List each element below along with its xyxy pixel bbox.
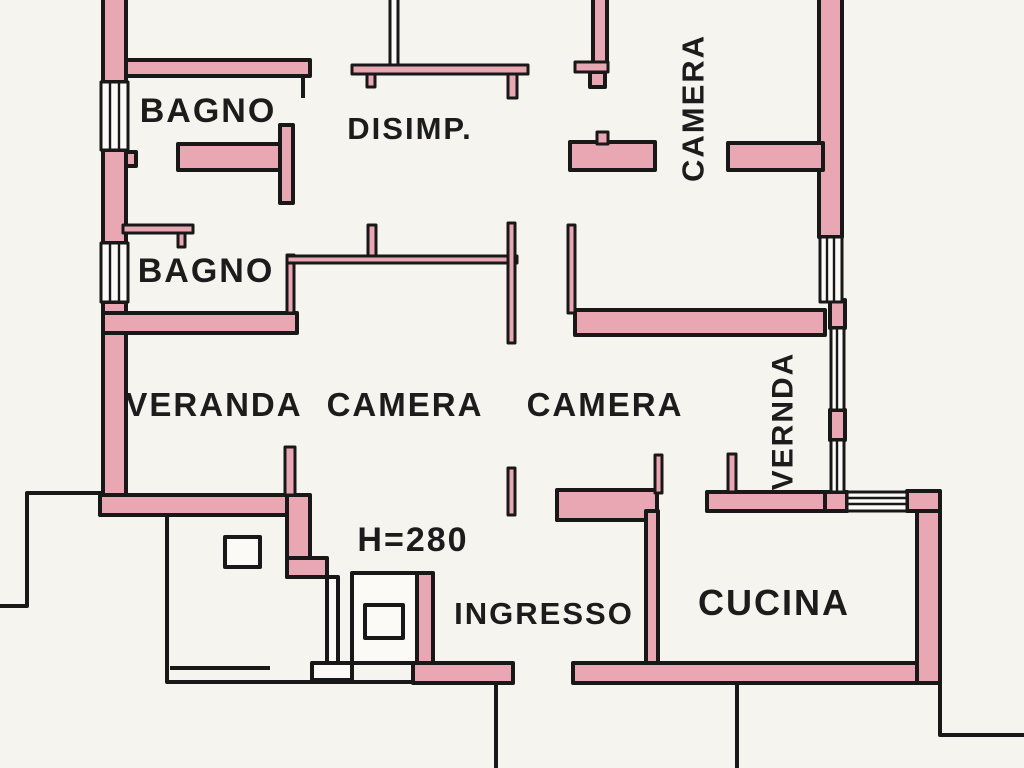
wall-veranda-bottom (98, 493, 292, 517)
room-labels: BAGNO DISIMP. CAMERA BAGNO VERANDA CAMER… (125, 34, 850, 631)
shaft-box (350, 571, 419, 665)
stub-vernda-left (653, 453, 664, 495)
shaft-square-inner (363, 603, 405, 640)
wall-bottom-right (571, 661, 919, 685)
room-label-bagno-1: BAGNO (140, 92, 277, 130)
wall-ingresso-top (555, 488, 659, 522)
wall-left-notch (124, 150, 138, 168)
shaft-square (223, 535, 262, 569)
room-label-bagno-2: BAGNO (138, 252, 275, 290)
wall-camera-top-left (591, 0, 609, 66)
wall-disimp-top (350, 63, 530, 76)
ceiling-height-note: H=280 (357, 521, 468, 559)
wall-bottom-left (411, 661, 515, 685)
terrace-outlines (0, 76, 1024, 768)
wall-bagno-divider (176, 142, 292, 172)
wall-bagno-divider-vertical (278, 123, 295, 205)
stub-vernda-right (726, 452, 738, 494)
jamb-disimp-top (365, 72, 377, 89)
wall-camera2-left (566, 223, 577, 315)
wall-disimp-bottom (285, 254, 519, 265)
room-label-camera-2: CAMERA (527, 386, 684, 423)
jamb-disimp-right (506, 72, 519, 100)
terrace-outline-lower-left (165, 515, 414, 684)
wall-cucina-right (915, 509, 942, 685)
window-glazing (825, 237, 836, 302)
room-label-camera-1: CAMERA (327, 386, 484, 423)
wall-camera-partition-lower (506, 466, 517, 517)
window-glazing (108, 243, 121, 302)
window-symbol (99, 80, 130, 152)
wall-camera-top-bottom-right (726, 141, 825, 172)
wall-bagno2-bottom (101, 311, 299, 335)
room-label-cucina: CUCINA (698, 582, 850, 623)
terrace-outline-upper-left (0, 491, 103, 608)
wall-cucina-top-right-corner (905, 489, 942, 513)
wall-camera-partition-upper (506, 221, 517, 345)
wall-vernda-pillar-2 (828, 408, 847, 442)
stub-disimp-bottom (366, 223, 378, 258)
window-glazing (108, 82, 121, 150)
thin-walls (121, 60, 738, 517)
wall-lower-lip (285, 556, 329, 579)
white-walls (388, 0, 400, 67)
wall-left-top (101, 0, 128, 84)
room-label-vernda: VERNDA (767, 352, 800, 491)
wall-ingresso-left (415, 571, 435, 667)
wall-camera-top-bottom-left (568, 140, 657, 172)
wall-stub-top-right (588, 70, 607, 89)
stub-camera-top (595, 130, 610, 146)
window-glazing-lines (108, 82, 907, 506)
window-symbol (818, 235, 844, 304)
room-label-ingresso: INGRESSO (454, 596, 634, 631)
wall-top-center-thin (388, 0, 400, 67)
window-symbol (845, 490, 909, 513)
wall-bagno2-top (121, 223, 195, 235)
wall-veranda-camera-stub (283, 445, 297, 497)
wall-cucina-top-left-of-window (823, 490, 849, 513)
window-symbol (99, 241, 130, 304)
window-glazing (847, 496, 907, 506)
wall-vernda-pillar-1 (828, 298, 847, 330)
wall-bagno-top (124, 58, 312, 78)
room-label-camera-top: CAMERA (676, 34, 711, 182)
room-label-veranda: VERANDA (125, 386, 302, 423)
wall-camera2-bottom (573, 308, 827, 337)
boundary-outline-bottom-right (938, 683, 1024, 737)
door-jamb-ingresso (555, 508, 573, 522)
room-label-disimp: DISIMP. (347, 111, 472, 146)
pillar-foot (310, 661, 354, 682)
wall-ingresso-cucina-divider (644, 509, 660, 667)
pillar-strip (325, 575, 340, 665)
fixtures (223, 535, 419, 682)
jamb-bagno2 (176, 231, 187, 249)
wall-top-right-thin (573, 60, 610, 74)
wall-right-top (817, 0, 844, 239)
